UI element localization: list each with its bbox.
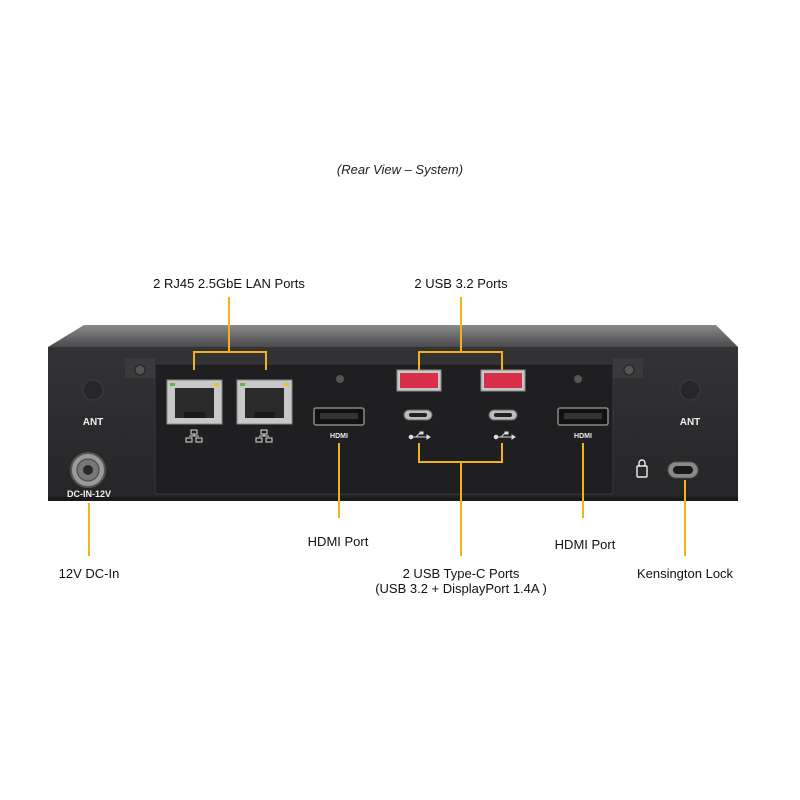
kensington-lock-slot[interactable]: [667, 461, 699, 479]
rj45-port-2[interactable]: [236, 379, 293, 425]
label-usb-3-2-ports: 2 USB 3.2 Ports: [414, 276, 508, 291]
label-kensington-lock: Kensington Lock: [636, 566, 734, 581]
io-plate: [154, 363, 614, 495]
label-lan-ports: 2 RJ45 2.5GbE LAN Ports: [153, 276, 305, 291]
caption: (Rear View – System): [336, 162, 464, 177]
chassis: [48, 325, 738, 501]
antenna-hole-right[interactable]: [679, 379, 701, 401]
usb-3-2-port-1[interactable]: [396, 369, 442, 392]
chassis-bottom-edge: [48, 497, 738, 501]
ant-label-left: ANT: [83, 417, 104, 428]
screw-icon: [134, 364, 635, 384]
label-hdmi-port-left: HDMI Port: [307, 534, 369, 549]
callout-lines: [88, 297, 686, 556]
label-usb-c-line2: (USB 3.2 + DisplayPort 1.4A ): [375, 581, 547, 596]
usb-c-port-1[interactable]: [403, 409, 433, 421]
hdmi-port-right[interactable]: [557, 407, 609, 426]
usb-icon: [408, 431, 516, 440]
hdmi-port-left[interactable]: [313, 407, 365, 426]
ant-label-right: ANT: [680, 417, 701, 428]
label-dc-in: 12V DC-In: [58, 566, 120, 581]
chassis-top-edge: [48, 325, 738, 347]
usb-3-2-port-2[interactable]: [480, 369, 526, 392]
dc-in-jack[interactable]: [70, 452, 106, 488]
label-hdmi-port-right: HDMI Port: [554, 537, 616, 552]
antenna-hole-left[interactable]: [82, 379, 104, 401]
rj45-port-1[interactable]: [166, 379, 223, 425]
network-icon: [185, 429, 273, 443]
usb-c-port-2[interactable]: [488, 409, 518, 421]
label-usb-c-line1: 2 USB Type-C Ports: [402, 566, 520, 581]
dc-in-panel-label: DC-IN-12V: [67, 489, 111, 499]
hdmi-panel-label-left: HDMI: [330, 433, 348, 440]
lock-icon: [636, 459, 648, 478]
hdmi-panel-label-right: HDMI: [574, 433, 592, 440]
label-usb-c-ports: 2 USB Type-C Ports (USB 3.2 + DisplayPor…: [375, 566, 547, 596]
